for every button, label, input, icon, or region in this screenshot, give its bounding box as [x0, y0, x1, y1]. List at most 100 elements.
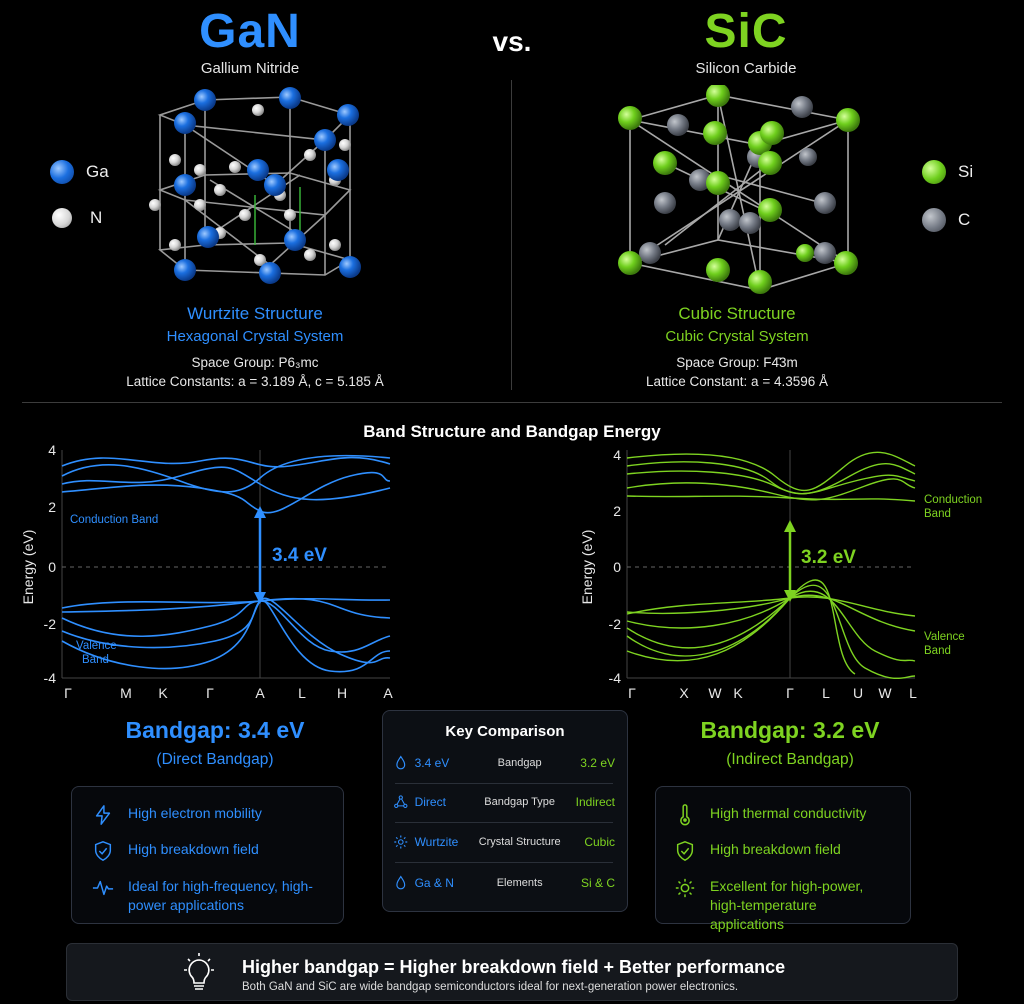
- sic-ytick: -2: [609, 616, 622, 632]
- gan-xtick: K: [158, 685, 168, 701]
- sic-valence-label-1: Valence: [924, 631, 965, 643]
- gan-feature-item: High breakdown field: [92, 840, 259, 862]
- gan-feature-item: High electron mobility: [92, 804, 262, 826]
- sic-conduction-label-1: Conduction: [924, 494, 982, 506]
- sic-lattice: Lattice Constant: a = 4.3596 Å: [646, 374, 828, 389]
- sic-ylabel: Energy (eV): [579, 530, 595, 605]
- comparison-property: Elements: [496, 877, 543, 889]
- gan-feature-text: High electron mobility: [128, 805, 262, 821]
- gan-feature-text: High breakdown field: [128, 841, 259, 857]
- sic-space-group: Space Group: F4̄3m: [676, 355, 798, 370]
- drop-icon: [396, 875, 406, 890]
- cubic-crystal-illustration: [618, 85, 860, 294]
- sic-conduction-label-2: Band: [924, 508, 951, 520]
- sic-band-plot: 3.2 eV Conduction Band Valence Band 4 2 …: [579, 447, 982, 701]
- comparison-sic-value: 3.2 eV: [580, 756, 615, 770]
- gan-xtick: M: [120, 685, 132, 701]
- lightbulb-icon: [184, 953, 214, 990]
- gan-xtick: Γ: [206, 685, 214, 701]
- gear-icon: [394, 835, 408, 849]
- gan-title: GaN: [199, 5, 301, 58]
- sic-xtick: L: [822, 685, 830, 701]
- footer-headline: Higher bandgap = Higher breakdown field …: [242, 957, 786, 977]
- legend-n-label: N: [90, 208, 103, 227]
- gan-conduction-label: Conduction Band: [70, 514, 158, 526]
- sic-feature-text: High breakdown field: [710, 841, 841, 857]
- sic-xtick: L: [909, 685, 917, 701]
- vs-label: vs.: [492, 26, 532, 57]
- gan-gap-arrow: [254, 506, 266, 604]
- pulse-icon: [92, 880, 114, 896]
- sic-feature-item: High thermal conductivity: [674, 804, 866, 826]
- band-section-title: Band Structure and Bandgap Energy: [363, 422, 661, 441]
- sic-ytick: 2: [613, 503, 621, 519]
- sic-bandgap-heading: Bandgap: 3.2 eV: [700, 717, 880, 743]
- comparison-property: Bandgap Type: [484, 796, 556, 808]
- footer-note: Both GaN and SiC are wide bandgap semico…: [242, 981, 739, 993]
- key-comparison-card: Key Comparison 3.4 eV Bandgap 3.2 eV Dir…: [382, 710, 628, 912]
- comparison-row: 3.4 eV Bandgap 3.2 eV: [393, 748, 615, 778]
- gan-lattice: Lattice Constants: a = 3.189 Å, c = 5.18…: [126, 374, 384, 389]
- gan-structure-name: Wurtzite Structure: [187, 304, 323, 323]
- sic-feature-item: Excellent for high-power, high-temperatu…: [674, 877, 889, 934]
- ga-atom-icon: [50, 160, 74, 184]
- comparison-sic-value: Indirect: [575, 795, 615, 809]
- gan-xtick: H: [337, 685, 347, 701]
- sic-feature-text: Excellent for high-power, high-temperatu…: [710, 878, 864, 932]
- sic-ytick: 4: [613, 447, 621, 463]
- gan-xtick: A: [255, 685, 265, 701]
- sic-gap-label: 3.2 eV: [801, 547, 856, 568]
- comparison-sic-value: Cubic: [584, 835, 615, 849]
- sic-subtitle: Silicon Carbide: [695, 60, 797, 77]
- sic-xtick: W: [708, 685, 722, 701]
- sic-xtick: Γ: [786, 685, 794, 701]
- molecule-icon: [394, 795, 408, 809]
- comparison-row: Direct Bandgap Type Indirect: [393, 787, 615, 817]
- gan-xtick: A: [383, 685, 393, 701]
- legend-si-label: Si: [958, 162, 974, 181]
- drop-icon: [396, 755, 406, 770]
- gan-band-plot: 3.4 eV Conduction Band Valence Band 4 2 …: [20, 442, 393, 701]
- sic-structure-name: Cubic Structure: [678, 304, 796, 323]
- comparison-row: Wurtzite Crystal Structure Cubic: [393, 827, 615, 857]
- legend-ga-label: Ga: [86, 162, 109, 181]
- gan-valence-label-1: Valence: [76, 640, 117, 652]
- sic-xtick: K: [733, 685, 743, 701]
- gan-ytick: 0: [48, 559, 56, 575]
- sic-ytick: -4: [609, 670, 622, 686]
- comparison-gan-value: Ga & N: [414, 876, 454, 890]
- sic-xtick: U: [853, 685, 863, 701]
- gan-ylabel: Energy (eV): [20, 530, 36, 605]
- lightning-icon: [95, 805, 111, 825]
- sic-features-card: High thermal conductivity High breakdown…: [655, 786, 911, 932]
- gan-feature-item: Ideal for high-frequency, high-power app…: [92, 877, 317, 915]
- sic-crystal-system: Cubic Crystal System: [665, 328, 809, 345]
- comparison-sic-value: Si & C: [580, 876, 615, 890]
- sic-gap-arrow: [784, 520, 796, 602]
- gan-ytick: 2: [48, 499, 56, 515]
- sic-bandgap-type: (Indirect Bandgap): [726, 751, 854, 768]
- sic-xtick: W: [878, 685, 892, 701]
- gan-gap-label: 3.4 eV: [272, 545, 327, 566]
- gan-xtick: Γ: [64, 685, 72, 701]
- comparison-gan-value: Direct: [414, 795, 446, 809]
- gan-bandgap-type: (Direct Bandgap): [156, 751, 274, 768]
- gan-feature-text: Ideal for high-frequency, high-power app…: [128, 878, 313, 913]
- comparison-row: Ga & N Elements Si & C: [393, 868, 615, 898]
- legend-c-label: C: [958, 210, 971, 229]
- n-atom-icon: [52, 208, 72, 228]
- sic-xtick: X: [679, 685, 689, 701]
- thermometer-icon: [680, 804, 690, 826]
- sic-title: SiC: [704, 5, 788, 58]
- gan-space-group: Space Group: P6₃mc: [191, 355, 319, 370]
- gan-ytick: 4: [48, 442, 56, 458]
- comparison-property: Crystal Structure: [478, 836, 561, 848]
- gan-bandgap-heading: Bandgap: 3.4 eV: [125, 717, 305, 743]
- gan-crystal-system: Hexagonal Crystal System: [166, 328, 344, 345]
- footer-banner: Higher bandgap = Higher breakdown field …: [66, 943, 958, 1001]
- comparison-property: Bandgap: [497, 757, 542, 769]
- key-comparison-title: Key Comparison: [445, 723, 565, 740]
- legend-n: N: [52, 208, 102, 228]
- sic-ytick: 0: [613, 559, 621, 575]
- gan-ytick: -2: [44, 616, 57, 632]
